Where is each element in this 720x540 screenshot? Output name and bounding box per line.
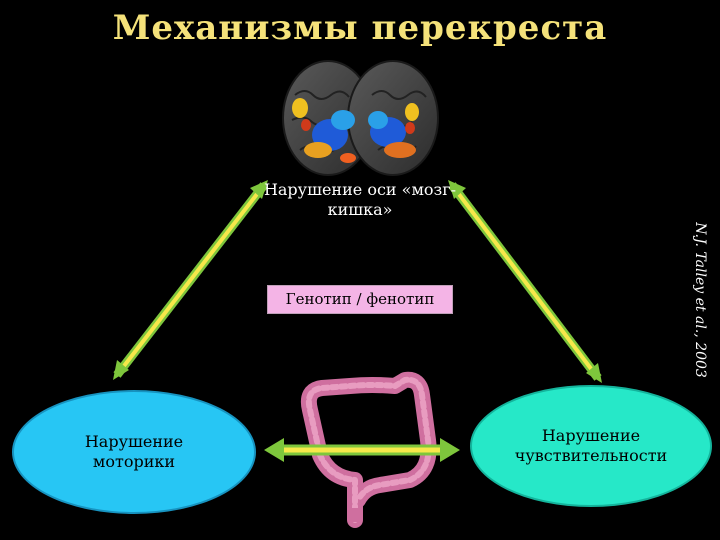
motility-node: Нарушение моторики [12, 390, 256, 514]
arrow-brain-to-motility [113, 180, 268, 380]
sensitivity-node: Нарушение чувствительности [470, 385, 712, 507]
brain-gut-axis-label: Нарушение оси «мозг-кишка» [263, 180, 457, 219]
motility-node-line2: моторики [92, 452, 176, 471]
citation-text: N.J. Talley et al., 2003 [692, 222, 708, 378]
citation-container: N.J. Talley et al., 2003 [690, 212, 710, 392]
arrow-brain-to-sensitivity [448, 180, 602, 383]
sensitivity-node-line2: чувствительности [514, 446, 668, 465]
motility-node-line1: Нарушение [84, 432, 184, 451]
arrow-motility-to-sensitivity [264, 438, 460, 462]
slide-title: Механизмы перекреста [112, 8, 608, 48]
genotype-phenotype-box: Генотип / фенотип [267, 285, 453, 314]
sensitivity-node-line1: Нарушение [541, 426, 641, 445]
brain-illustration [282, 60, 439, 176]
